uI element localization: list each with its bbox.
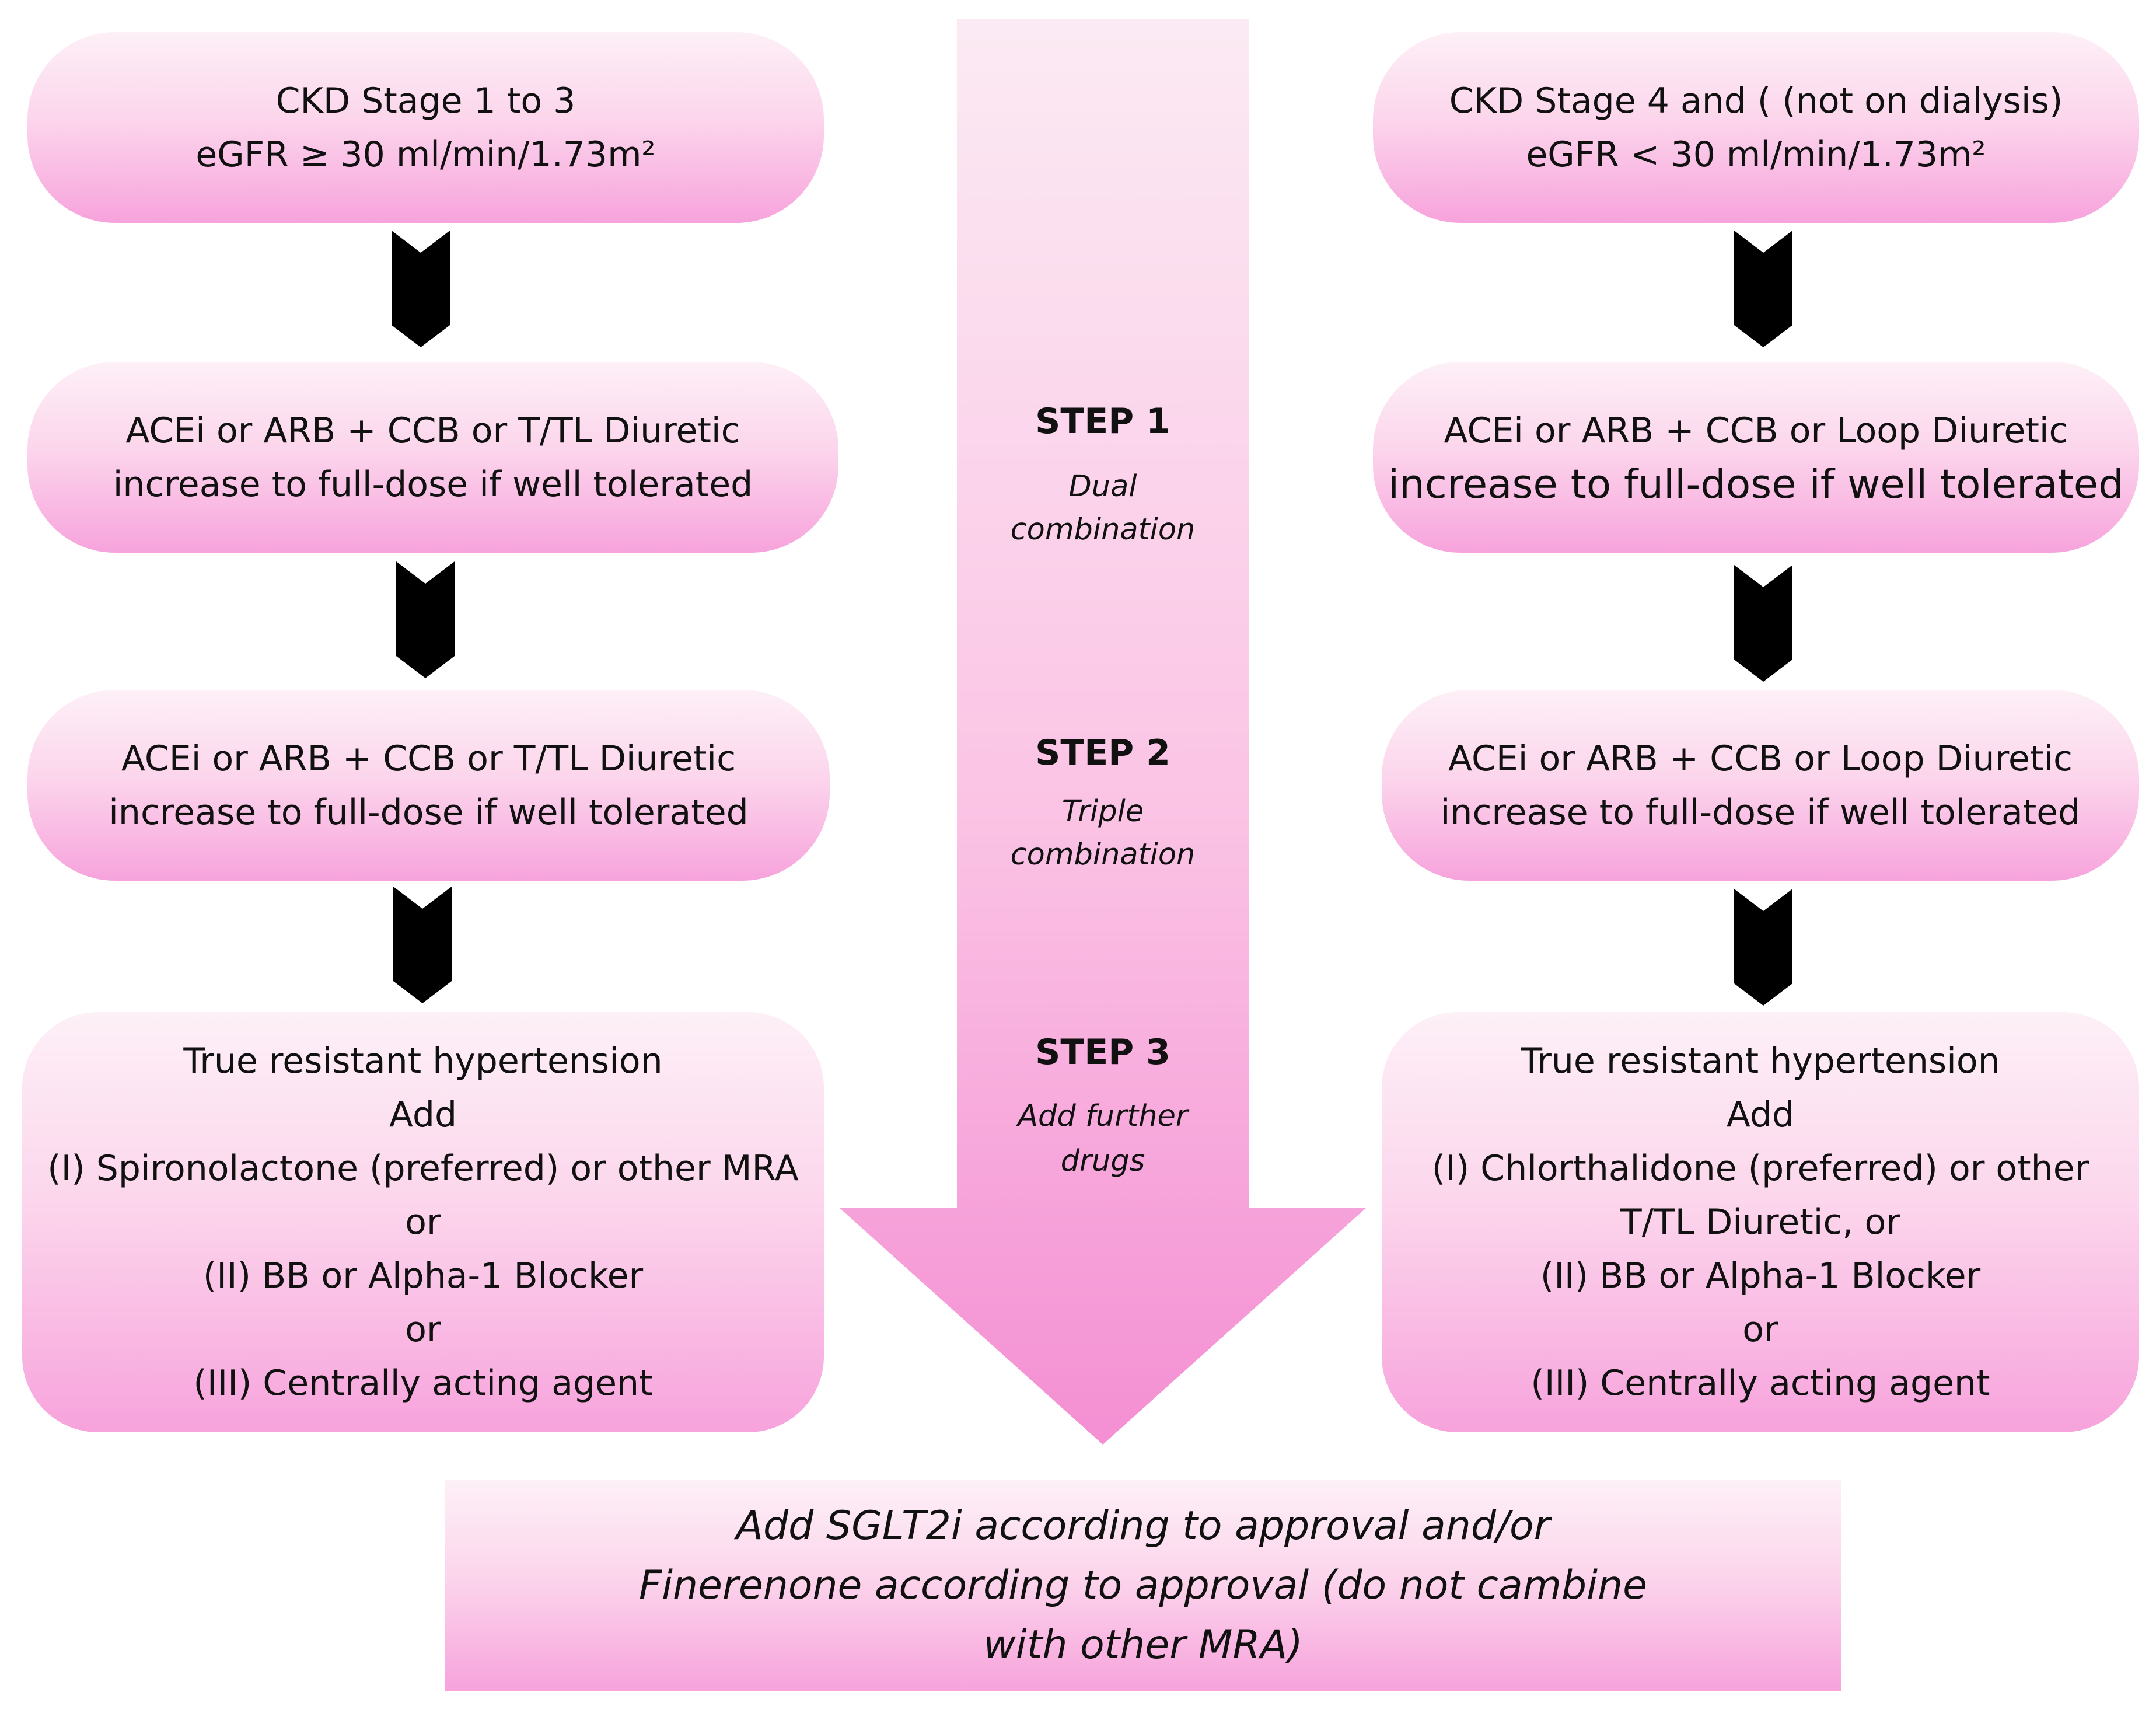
left-step2-line-1: ACEi or ARB + CCB or T/TL Diuretic <box>121 738 736 779</box>
left-step1-box: ACEi or ARB + CCB or T/TL Diuretic incre… <box>27 362 838 553</box>
step-2-subtitle-line-2: combination <box>1010 838 1196 872</box>
right-step2-line-2: increase to full-dose if well tolerated <box>1440 791 2081 833</box>
step-3-subtitle-line-2: drugs <box>1060 1144 1145 1178</box>
step-2-subtitle-line-1: Triple <box>1061 794 1144 829</box>
left-step1-line-2: increase to full-dose if well tolerated <box>113 463 753 505</box>
right-down-chevron-3 <box>1734 889 1792 1006</box>
right-step3-line-1: True resistant hypertension <box>1521 1041 2000 1081</box>
left-step3-line-2: Add <box>389 1094 457 1135</box>
left-header-box: CKD Stage 1 to 3 eGFR ≥ 30 ml/min/1.73m² <box>27 32 824 223</box>
left-step3-line-4: or <box>405 1202 441 1243</box>
left-down-chevron-2 <box>396 561 455 678</box>
left-step2-box: ACEi or ARB + CCB or T/TL Diuretic incre… <box>27 690 830 881</box>
left-step3-line-6: or <box>405 1309 441 1350</box>
left-step3-line-5: (II) BB or Alpha-1 Blocker <box>202 1255 644 1296</box>
right-step3-box: True resistant hypertension Add (I) Chlo… <box>1382 1012 2139 1432</box>
step-3-subtitle-line-1: Add further <box>1018 1099 1188 1133</box>
right-step3-line-5: (II) BB or Alpha-1 Blocker <box>1540 1255 1981 1296</box>
right-step3-line-2: Add <box>1726 1094 1795 1135</box>
left-step3-line-3: (I) Spironolactone (preferred) or other … <box>47 1148 799 1189</box>
left-step2-line-2: increase to full-dose if well tolerated <box>109 791 749 833</box>
left-header-line-2: eGFR ≥ 30 ml/min/1.73m² <box>195 134 656 175</box>
right-step3-line-7: (III) Centrally acting agent <box>1530 1363 1990 1404</box>
bottom-note-line-2: Finerenone according to approval (do not… <box>639 1562 1647 1609</box>
left-step3-line-1: True resistant hypertension <box>183 1041 663 1081</box>
left-header-line-1: CKD Stage 1 to 3 <box>275 80 576 121</box>
right-step3-line-6: or <box>1742 1309 1778 1350</box>
right-step1-line-2: increase to full-dose if well tolerated <box>1388 460 2124 508</box>
right-step2-box: ACEi or ARB + CCB or Loop Diuretic incre… <box>1382 690 2139 881</box>
bottom-note-line-1: Add SGLT2i according to approval and/or <box>736 1502 1550 1549</box>
right-step2-line-1: ACEi or ARB + CCB or Loop Diuretic <box>1448 738 2073 779</box>
right-step1-box: ACEi or ARB + CCB or Loop Diuretic incre… <box>1373 362 2139 553</box>
right-down-chevron-1 <box>1734 231 1792 347</box>
step-1-subtitle-line-2: combination <box>1010 512 1196 547</box>
bottom-note-line-3: with other MRA) <box>983 1621 1303 1668</box>
left-down-chevron-1 <box>392 231 450 347</box>
right-down-chevron-2 <box>1734 565 1792 682</box>
right-step1-line-1: ACEi or ARB + CCB or Loop Diuretic <box>1444 410 2068 451</box>
left-step1-line-1: ACEi or ARB + CCB or T/TL Diuretic <box>125 410 740 451</box>
right-header-line-1: CKD Stage 4 and ( (not on dialysis) <box>1449 80 2063 121</box>
left-down-chevron-3 <box>393 887 452 1003</box>
step-2-title: STEP 2 <box>1035 732 1170 773</box>
left-step3-box: True resistant hypertension Add (I) Spir… <box>22 1012 824 1432</box>
right-step3-line-4: T/TL Diuretic, or <box>1620 1202 1900 1243</box>
step-3-title: STEP 3 <box>1035 1032 1170 1073</box>
step-1-title: STEP 1 <box>1035 401 1170 442</box>
right-header-line-2: eGFR < 30 ml/min/1.73m² <box>1526 134 1986 175</box>
right-step3-line-3: (I) Chlorthalidone (preferred) or other <box>1431 1148 2089 1189</box>
bottom-note-box: Add SGLT2i according to approval and/or … <box>445 1480 1841 1691</box>
step-1-subtitle-line-1: Dual <box>1068 469 1137 504</box>
left-step3-line-7: (III) Centrally acting agent <box>193 1363 653 1404</box>
right-header-box: CKD Stage 4 and ( (not on dialysis) eGFR… <box>1373 32 2139 223</box>
